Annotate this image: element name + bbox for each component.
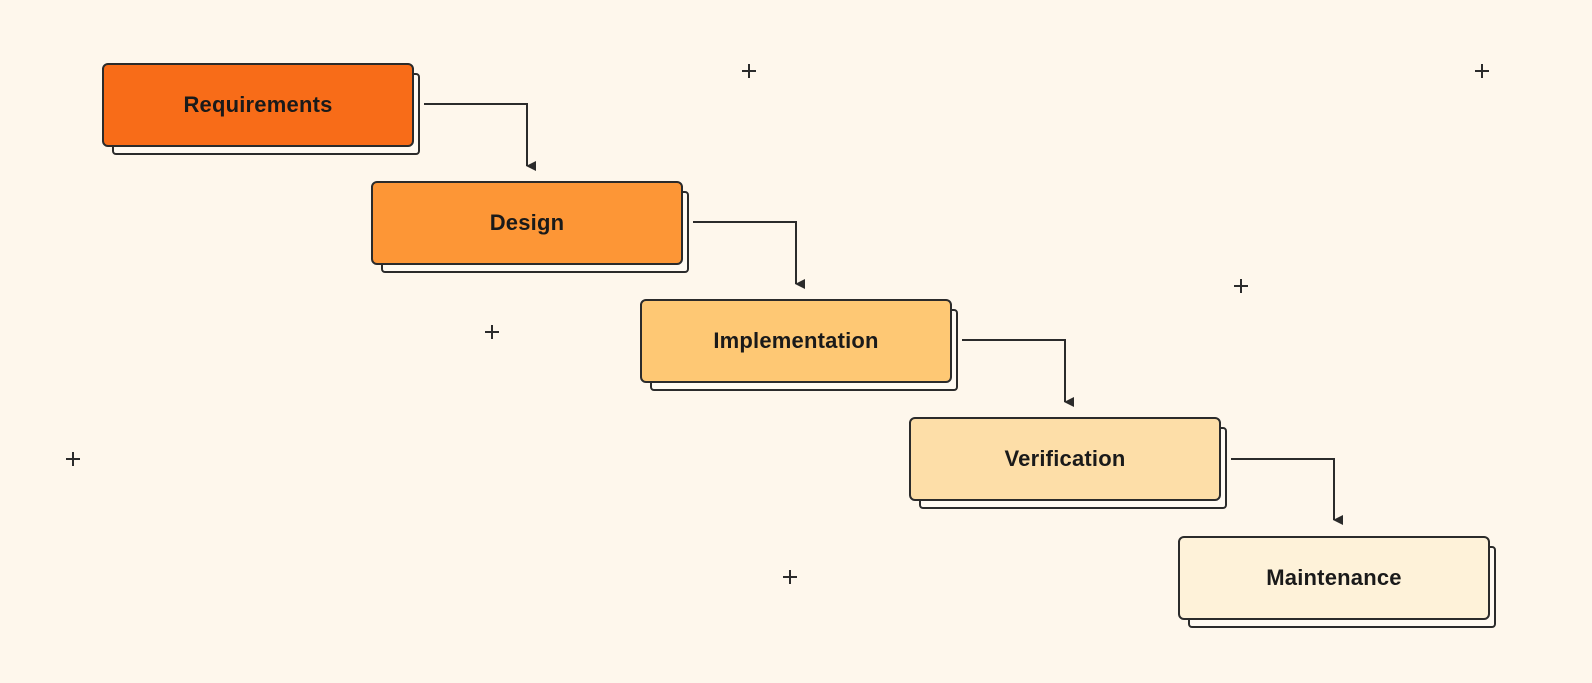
requirements-stage: Requirements [102, 63, 414, 147]
plus-icon [783, 570, 797, 584]
implementation-stage: Implementation [640, 299, 952, 383]
plus-icon [1475, 64, 1489, 78]
verification-stage: Verification [909, 417, 1221, 501]
stage-label: Design [489, 210, 565, 235]
plus-icon [485, 325, 499, 339]
design-stage: Design [371, 181, 683, 265]
plus-icon [66, 452, 80, 466]
connector-requirements-design [424, 103, 536, 171]
connector-design-implementation [693, 221, 805, 289]
connector-implementation-verification [962, 339, 1074, 407]
connector-verification-maintenance [1231, 458, 1343, 525]
plus-icon [1234, 279, 1248, 293]
stage-label: Implementation [713, 328, 879, 353]
maintenance-stage: Maintenance [1178, 536, 1490, 620]
stage-label: Verification [1004, 446, 1126, 471]
plus-icon [742, 64, 756, 78]
stage-label: Maintenance [1266, 565, 1402, 590]
stage-label: Requirements [183, 92, 333, 117]
